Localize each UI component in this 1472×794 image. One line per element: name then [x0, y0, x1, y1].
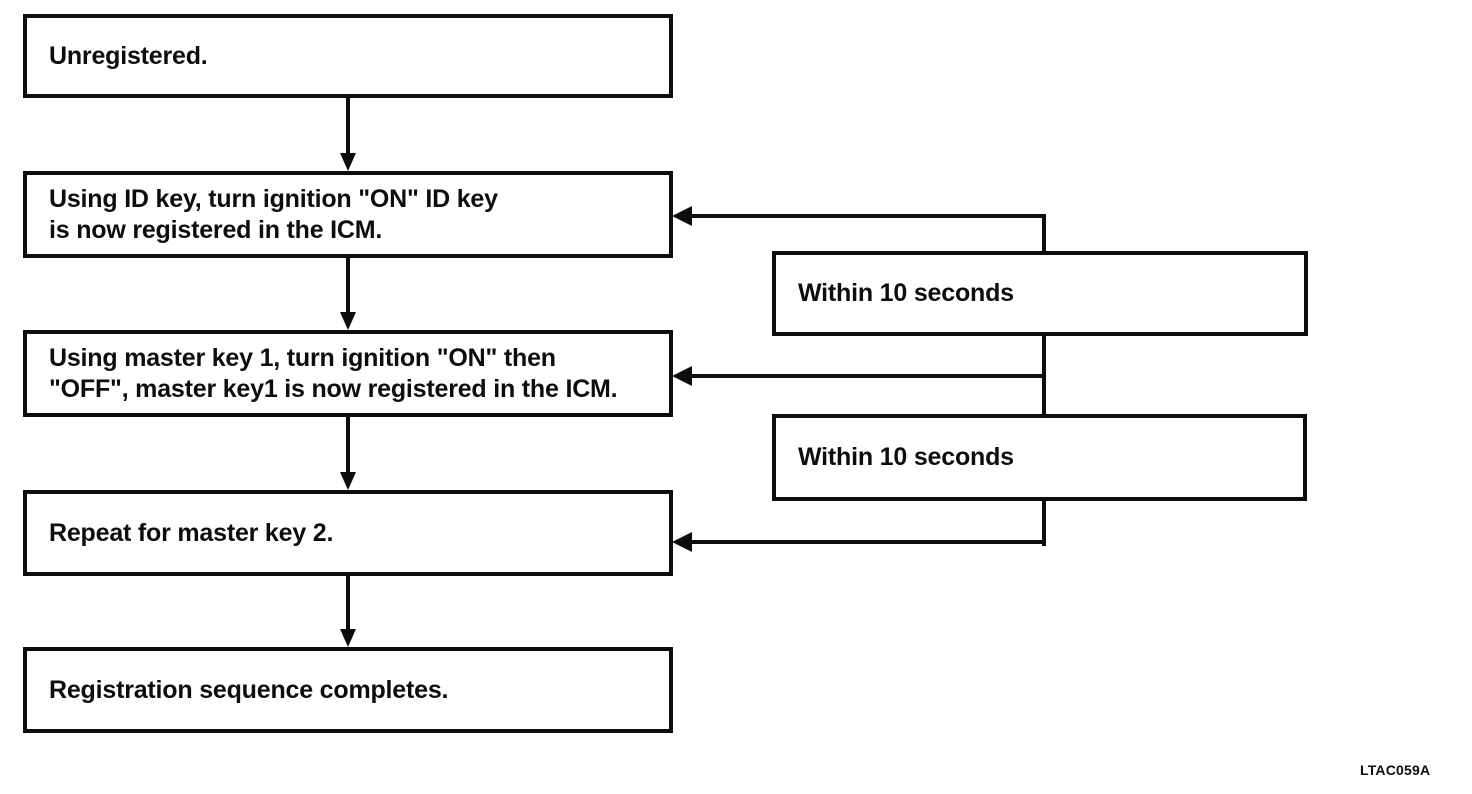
flow-box-text: is now registered in the ICM. [49, 215, 383, 244]
flow-arrow-1-shaft [346, 96, 350, 154]
flow-box-register-id-key: Using ID key, turn ignition "ON" ID key … [23, 171, 673, 258]
timing-box-within-10-seconds-2: Within 10 seconds [772, 414, 1307, 501]
return-arrow-2-shaft [690, 374, 1046, 378]
flow-box-register-master-key-1: Using master key 1, turn ignition "ON" t… [23, 330, 673, 417]
return-arrow-1-shaft [690, 214, 1046, 218]
timing-box-label: Within 10 seconds [798, 443, 1014, 471]
return-arrow-3-shaft [690, 540, 1046, 544]
flow-box-unregistered: Unregistered. [23, 14, 673, 98]
arrowhead-down-icon [340, 472, 356, 490]
flow-box-text: Unregistered. [49, 41, 208, 70]
arrowhead-down-icon [340, 629, 356, 647]
timing-box-within-10-seconds-1: Within 10 seconds [772, 251, 1308, 336]
figure-code-label: LTAC059A [1360, 762, 1431, 778]
arrowhead-left-icon [672, 366, 692, 386]
flow-box-registration-complete: Registration sequence completes. [23, 647, 673, 733]
arrowhead-down-icon [340, 312, 356, 330]
flow-box-repeat-master-key-2: Repeat for master key 2. [23, 490, 673, 576]
arrowhead-left-icon [672, 532, 692, 552]
flow-box-text: "OFF", master key1 is now registered in … [49, 374, 618, 403]
flow-box-text: Repeat for master key 2. [49, 518, 334, 547]
flow-box-text: Using ID key, turn ignition "ON" ID key [49, 184, 498, 213]
flow-box-text: Using master key 1, turn ignition "ON" t… [49, 343, 556, 372]
flow-arrow-2-shaft [346, 256, 350, 314]
timing-box-label: Within 10 seconds [798, 279, 1014, 307]
arrowhead-down-icon [340, 153, 356, 171]
flow-arrow-4-shaft [346, 574, 350, 631]
flow-arrow-3-shaft [346, 415, 350, 473]
trunk-connector-line [1042, 214, 1046, 546]
flow-box-text: Registration sequence completes. [49, 675, 449, 704]
arrowhead-left-icon [672, 206, 692, 226]
